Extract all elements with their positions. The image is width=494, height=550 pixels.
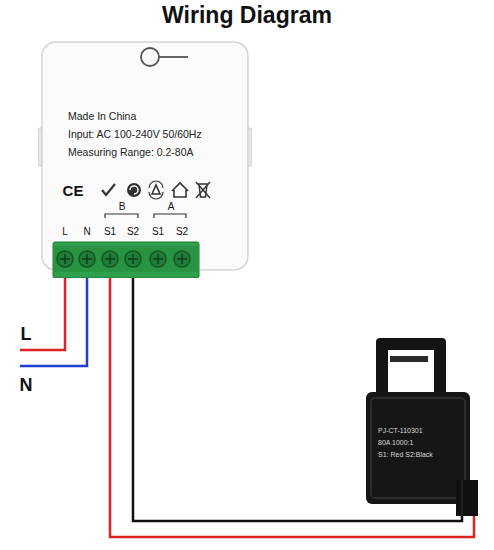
wire-label: L [21,324,32,345]
spec-text: Made In China [68,107,202,125]
spec-text: Input: AC 100-240V 50/60Hz [68,125,202,143]
ct-wire [110,278,474,537]
terminal-label: N [83,226,90,237]
terminal-label: L [62,226,68,237]
current-clamp-outline [362,330,484,516]
spec-text: 80A 1000:1 [378,437,433,449]
meter-module-outline [38,40,252,278]
spec-text: PJ-CT-110301 [378,425,433,437]
current-clamp: PJ-CT-11030180A 1000:1S1: Red S2:Black [362,330,484,516]
terminal-label: S2 [176,226,188,237]
terminal-group: A [168,201,175,212]
ce-mark: CE [63,182,84,199]
spec-text: S1: Red S2:Black [378,449,433,461]
meter-module: Made In ChinaInput: AC 100-240V 50/60HzM… [38,40,252,278]
terminal-label: S1 [104,226,116,237]
live-wire [20,278,65,350]
spec-text: Measuring Range: 0.2-80A [68,143,202,161]
diagram-title: Wiring Diagram [0,2,494,29]
wire-label: N [20,375,33,396]
terminal-group: B [119,201,126,212]
neutral-wire [20,278,87,366]
terminal-label: S1 [152,226,164,237]
terminal-label: S2 [127,226,139,237]
